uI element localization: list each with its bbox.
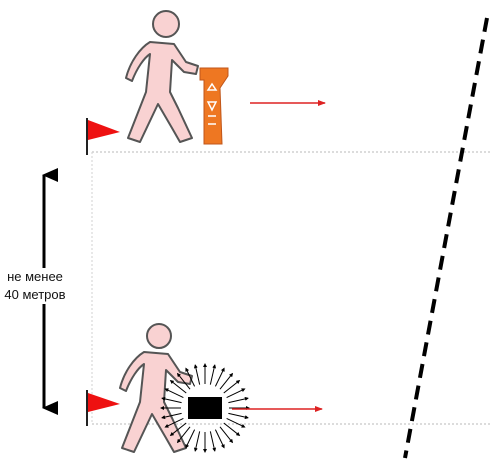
signal-ray [195, 365, 199, 384]
signal-generator-icon [188, 397, 222, 419]
signal-ray [227, 418, 245, 427]
signal-ray [215, 430, 224, 448]
signal-ray [210, 431, 214, 450]
signal-ray [165, 389, 183, 398]
signal-ray [195, 431, 199, 450]
distance-label: не менее 40 метров [0, 268, 70, 304]
dashed-boundary-line [405, 18, 487, 458]
walking-person-icon-bottom [120, 324, 192, 452]
signal-ray [220, 427, 232, 443]
signal-ray [228, 413, 247, 417]
flag-icon-top [87, 118, 120, 155]
signal-ray [186, 430, 195, 448]
signal-ray [224, 423, 240, 435]
signal-ray [224, 381, 240, 393]
walking-person-icon-top [126, 11, 198, 142]
cable-locator-icon [200, 68, 228, 144]
distance-label-line1: не менее [0, 268, 70, 286]
signal-ray [210, 365, 214, 384]
signal-ray [228, 398, 247, 402]
signal-ray [215, 368, 224, 386]
distance-label-line2: 40 метров [0, 286, 70, 304]
signal-ray [227, 389, 245, 398]
signal-ray [220, 374, 232, 390]
